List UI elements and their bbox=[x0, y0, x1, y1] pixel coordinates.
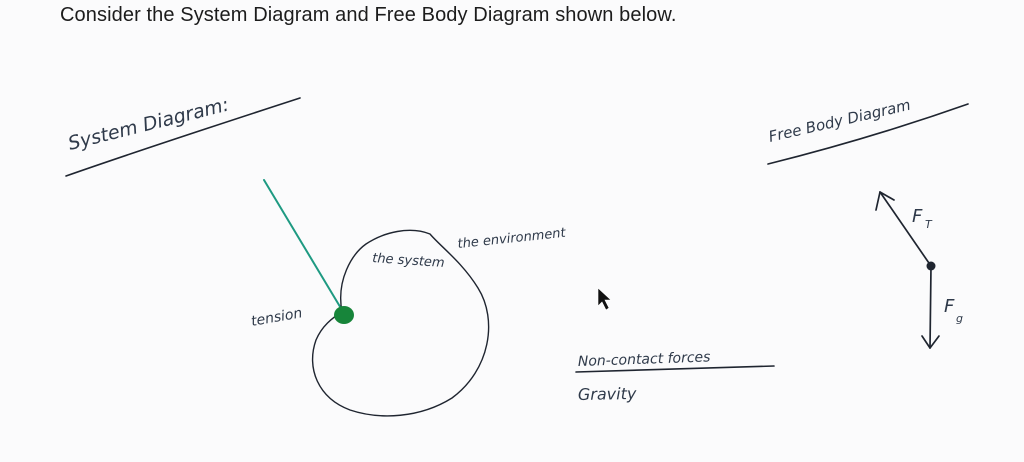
label-gravity: Gravity bbox=[578, 384, 637, 404]
force-gravity-subscript: g bbox=[956, 312, 963, 325]
system-diagram-underline bbox=[65, 97, 301, 177]
free-body-diagram-title: Free Body Diagram bbox=[767, 96, 912, 146]
question-heading: Consider the System Diagram and Free Bod… bbox=[60, 4, 677, 26]
mouse-cursor-icon bbox=[597, 287, 612, 311]
label-noncontact-group: Non-contact forces bbox=[578, 349, 711, 370]
gravity-force-arrow bbox=[929, 265, 932, 349]
label-environment-group: the environment bbox=[457, 226, 567, 252]
label-tension: tension bbox=[250, 305, 304, 330]
system-diagram-title-group: System Diagram: bbox=[66, 94, 231, 155]
system-diagram-title: System Diagram: bbox=[66, 94, 231, 155]
force-tension-subscript: T bbox=[925, 218, 933, 231]
system-boundary-outline bbox=[311, 229, 490, 417]
label-tension-group: tension bbox=[250, 305, 304, 330]
free-body-diagram-underline bbox=[767, 103, 969, 165]
rope-line bbox=[263, 179, 343, 311]
gravity-arrowhead-icon bbox=[921, 335, 940, 349]
force-tension-label: F bbox=[912, 206, 923, 227]
free-body-diagram-title-group: Free Body Diagram bbox=[767, 96, 912, 146]
tension-contact-dot bbox=[334, 306, 354, 324]
noncontact-underline bbox=[575, 365, 775, 373]
label-environment: the environment bbox=[457, 226, 567, 252]
label-system: the system bbox=[372, 251, 445, 271]
force-gravity-label: F bbox=[944, 296, 955, 317]
label-noncontact-forces: Non-contact forces bbox=[578, 349, 711, 370]
tension-force-arrow bbox=[879, 191, 932, 267]
tension-arrowhead-icon bbox=[875, 191, 895, 211]
free-body-point bbox=[926, 261, 936, 271]
label-system-group: the system bbox=[372, 251, 445, 271]
label-gravity-group: Gravity bbox=[578, 384, 637, 404]
